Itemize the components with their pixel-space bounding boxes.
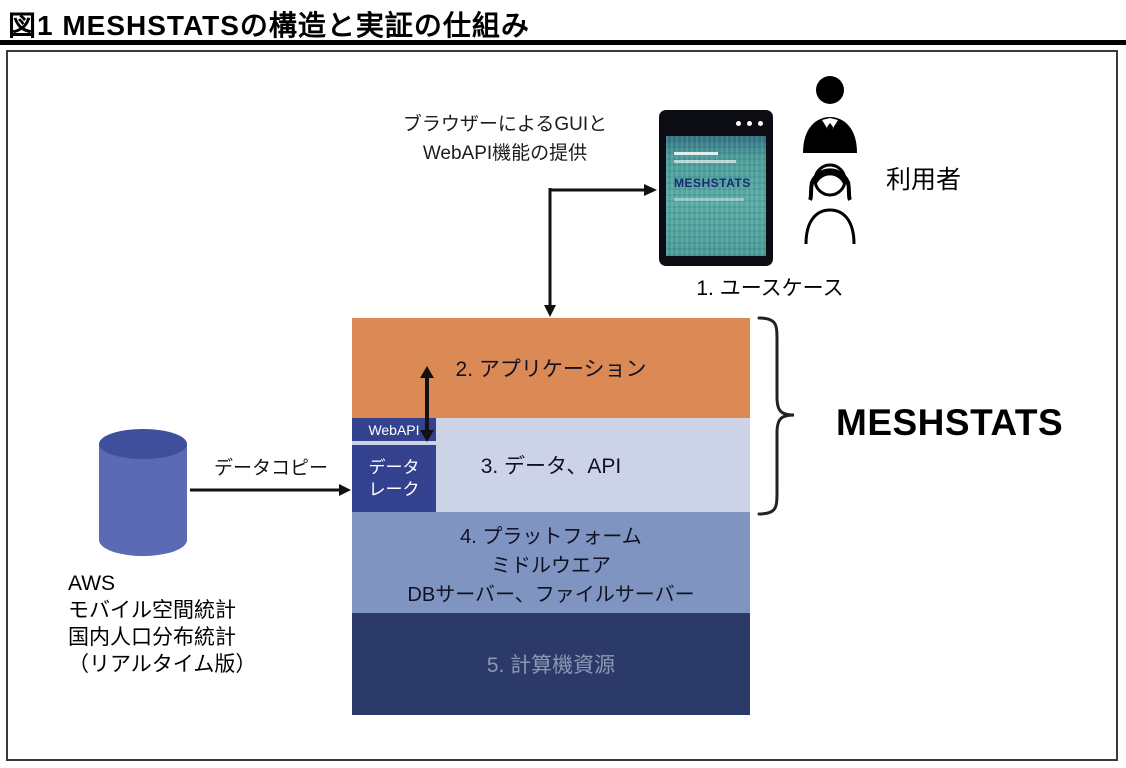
datalake-box: データ レーク (352, 445, 436, 512)
users-label: 利用者 (886, 166, 962, 194)
datalake-label-line2: レーク (368, 479, 420, 499)
device-screen-title: MESHSTATS (674, 176, 751, 190)
usecase-device: MESHSTATS (659, 110, 773, 266)
layer-platform-line2: ミドルウエア (491, 555, 611, 577)
layer-compute: 5. 計算機資源 (352, 613, 750, 715)
source-line-aws: AWS (68, 572, 116, 595)
woman-user-icon (804, 163, 856, 245)
source-line-mobile: モバイル空間統計 (68, 599, 236, 622)
layer-compute-label: 5. 計算機資源 (486, 654, 616, 677)
layer-application-label: 2. アプリケーション (455, 358, 647, 381)
webapi-box: WebAPI (352, 418, 436, 443)
layer-application: 2. アプリケーション (352, 318, 750, 418)
datalake-label-line1: データ (368, 457, 420, 477)
figure-title: 図1 MESHSTATSの構造と実証の仕組み (8, 10, 530, 41)
source-line-realtime: （リアルタイム版） (68, 653, 257, 676)
man-user-icon (803, 76, 857, 153)
layer-platform: 4. プラットフォーム ミドルウエア DBサーバー、ファイルサーバー (352, 512, 750, 613)
source-line-population: 国内人口分布統計 (68, 626, 236, 649)
layer-platform-line1: 4. プラットフォーム (460, 526, 642, 548)
device-menu-dots-icon (736, 121, 763, 126)
database-cylinder-top (99, 429, 187, 459)
device-screen-image: MESHSTATS (666, 136, 766, 256)
layer-platform-line3: DBサーバー、ファイルサーバー (407, 584, 695, 606)
meshstats-brace (757, 316, 795, 516)
database-cylinder-icon (99, 444, 187, 556)
browser-gui-line1: ブラウザーによるGUIと (402, 114, 608, 135)
layer-data-api-label: 3. データ、API (480, 455, 622, 478)
browser-gui-line2: WebAPI機能の提供 (422, 143, 588, 164)
title-underline (0, 40, 1126, 45)
meshstats-system-label: MESHSTATS (836, 402, 1064, 443)
usecase-label: 1. ユースケース (696, 277, 844, 300)
screen-decor-bar (674, 198, 744, 201)
screen-texture (666, 136, 766, 256)
screen-decor-bar (674, 152, 718, 155)
data-source-caption: AWS モバイル空間統計 国内人口分布統計 （リアルタイム版） (68, 570, 256, 678)
screen-decor-bar (674, 160, 736, 163)
data-copy-label: データコピー (213, 458, 328, 479)
webapi-label: WebAPI (368, 421, 420, 438)
browser-gui-annotation: ブラウザーによるGUIと WebAPI機能の提供 (360, 110, 650, 168)
